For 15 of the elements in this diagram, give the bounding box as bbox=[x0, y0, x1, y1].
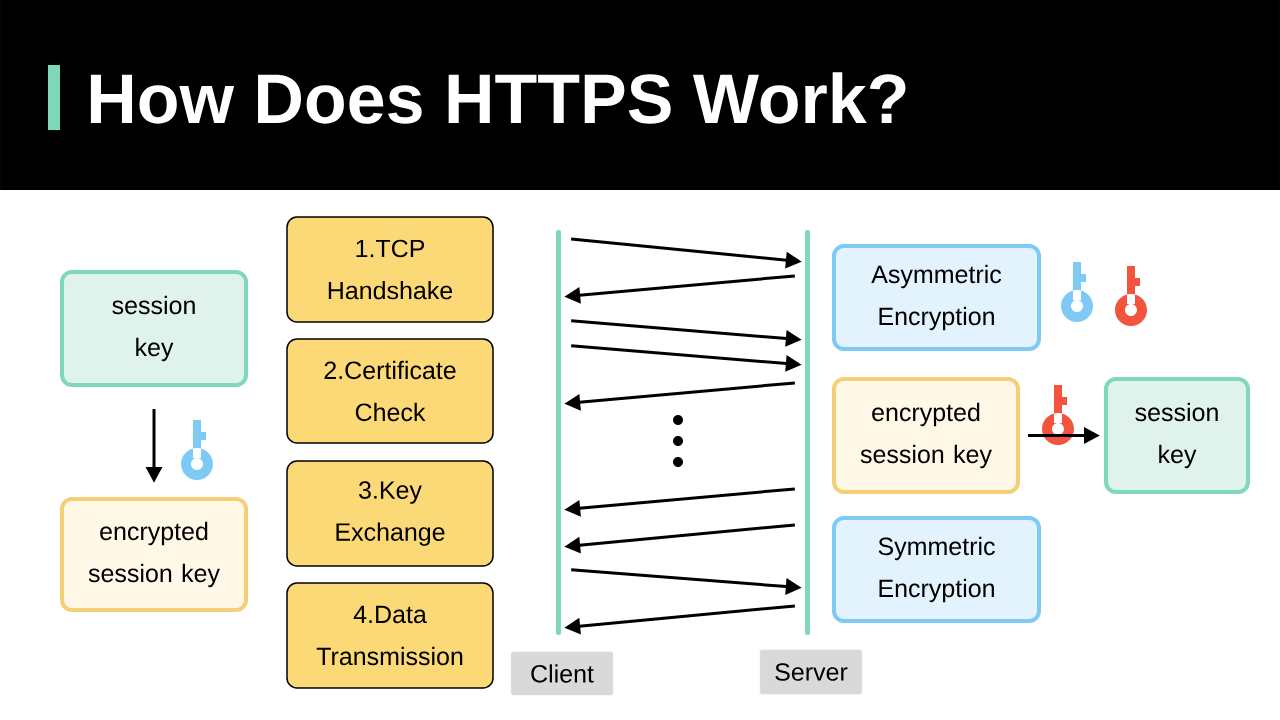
key-box: session key bbox=[1104, 377, 1250, 494]
key-box: encrypted session key bbox=[60, 497, 248, 612]
lifeline bbox=[556, 230, 561, 635]
lifeline-label: Server bbox=[759, 649, 863, 695]
key-box: session key bbox=[60, 270, 248, 387]
key-box: encrypted session key bbox=[832, 377, 1020, 494]
title: How Does HTTPS Work? bbox=[90, 72, 906, 124]
step-box: 2.Certificate Check bbox=[286, 338, 494, 444]
step-box: 4.Data Transmission bbox=[286, 582, 494, 689]
process-box: Symmetric Encryption bbox=[832, 516, 1041, 623]
lifeline-label: Client bbox=[510, 651, 614, 696]
step-box: 3.Key Exchange bbox=[286, 460, 494, 567]
step-box: 1.TCP Handshake bbox=[286, 216, 494, 323]
lifeline bbox=[805, 230, 810, 635]
process-box: Asymmetric Encryption bbox=[832, 244, 1041, 351]
